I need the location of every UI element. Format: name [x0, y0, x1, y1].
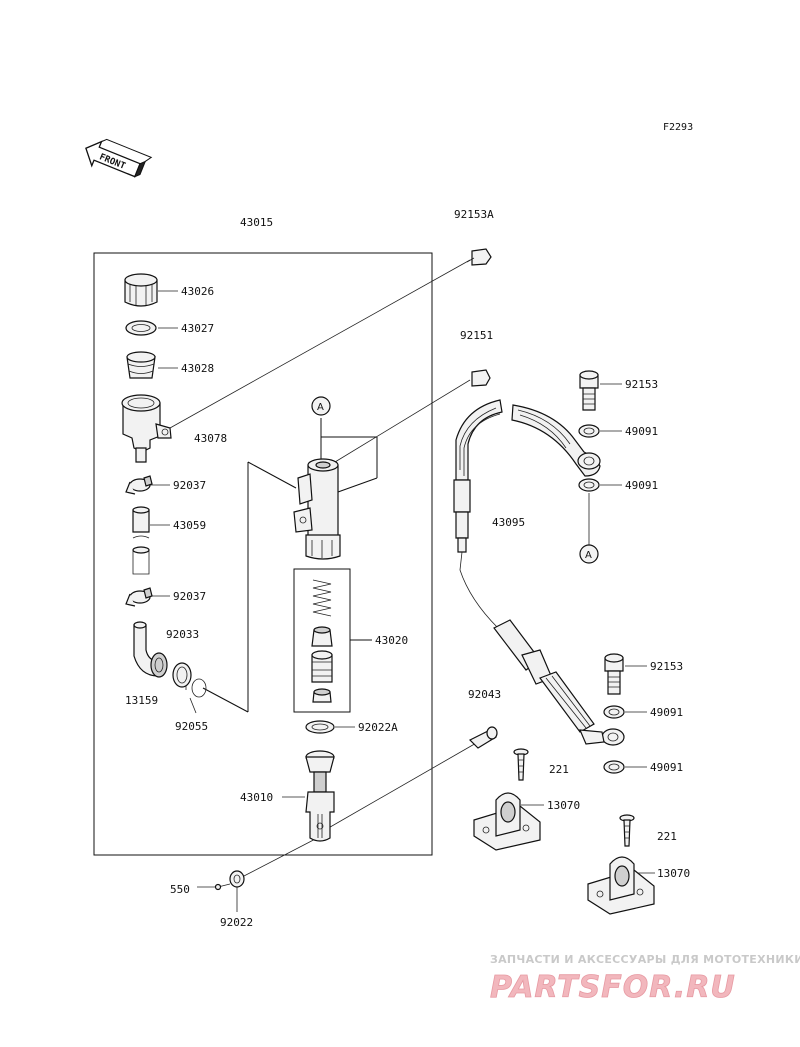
label-92033: 92033 — [166, 628, 199, 641]
front-arrow-icon: FRONT — [85, 138, 153, 178]
watermark-logo: PARTSFOR.RU — [490, 970, 736, 1005]
label-92043: 92043 — [468, 688, 501, 701]
washer-49091-icon — [578, 424, 600, 438]
label-43027: 43027 — [181, 322, 214, 335]
label-43078: 43078 — [194, 432, 227, 445]
label-49091: 49091 — [625, 425, 658, 438]
washer-49091-icon — [578, 478, 600, 492]
oring-icon — [172, 662, 192, 688]
bolt-92153A-icon — [466, 248, 492, 266]
svg-text:A: A — [317, 402, 324, 413]
reservoir-cap-icon — [124, 273, 158, 307]
master-cylinder-body-icon — [293, 458, 341, 560]
push-rod-icon — [305, 750, 335, 842]
label-49091: 49091 — [625, 479, 658, 492]
hose-clamp-icon — [125, 475, 153, 495]
diaphragm-icon — [126, 351, 156, 379]
washer-49091-icon — [603, 705, 625, 719]
brake-hose-icon — [453, 399, 625, 746]
washer-49091-icon — [603, 760, 625, 774]
circlip-92022A-icon — [305, 720, 335, 734]
screw-221-icon — [619, 814, 635, 847]
watermark-tagline: ЗАПЧАСТИ И АКСЕССУАРЫ ДЛЯ МОТОТЕХНИКИ — [490, 953, 800, 966]
label-43028: 43028 — [181, 362, 214, 375]
spring-icon — [312, 579, 332, 617]
leader-lines — [150, 259, 655, 912]
label-92022A: 92022A — [358, 721, 398, 734]
figure-code: F2293 — [663, 122, 693, 133]
label-92153: 92153 — [650, 660, 683, 673]
bolt-92153-icon — [604, 653, 624, 695]
cap-plate-icon — [125, 320, 157, 336]
label-49091: 49091 — [650, 761, 683, 774]
label-43010: 43010 — [240, 791, 273, 804]
label-13159: 13159 — [125, 694, 158, 707]
reference-mark-a: A — [579, 544, 599, 564]
screw-221-icon — [513, 748, 529, 781]
bolt-92043-icon — [468, 726, 498, 749]
part-labels: 43015 92153A 43026 43027 43028 43078 920… — [125, 208, 690, 929]
reference-mark-a: A — [311, 396, 331, 416]
label-92153: 92153 — [625, 378, 658, 391]
label-49091: 49091 — [650, 706, 683, 719]
label-92037: 92037 — [173, 590, 206, 603]
label-221: 221 — [657, 830, 677, 843]
label-43095: 43095 — [492, 516, 525, 529]
cotter-pin-icon — [214, 883, 231, 891]
piston-kit-group — [293, 568, 351, 713]
reservoir-icon — [121, 394, 172, 463]
label-221: 221 — [549, 763, 569, 776]
label-43059: 43059 — [173, 519, 206, 532]
label-43015: 43015 — [240, 216, 273, 229]
label-13070: 13070 — [657, 867, 690, 880]
label-92153A: 92153A — [454, 208, 494, 221]
label-550: 550 — [170, 883, 190, 896]
reservoir-hose-icon — [132, 506, 150, 575]
circlip-icon — [191, 678, 207, 698]
elbow-fitting-icon — [133, 621, 168, 678]
watermark: ЗАПЧАСТИ И АКСЕССУАРЫ ДЛЯ МОТОТЕХНИКИ PA… — [490, 953, 800, 1005]
label-92055: 92055 — [175, 720, 208, 733]
hose-guide-clamp-icon — [473, 792, 541, 851]
washer-92022-icon — [229, 870, 245, 888]
hose-guide-clamp-icon — [587, 856, 655, 915]
label-13070: 13070 — [547, 799, 580, 812]
hose-clamp-icon — [125, 587, 153, 607]
label-43020: 43020 — [375, 634, 408, 647]
svg-text:A: A — [585, 550, 592, 561]
label-92037: 92037 — [173, 479, 206, 492]
label-92151: 92151 — [460, 329, 493, 342]
bolt-92153-icon — [579, 370, 599, 411]
assembly-frame — [93, 252, 433, 856]
bolt-92151-icon — [471, 369, 491, 387]
label-92022: 92022 — [220, 916, 253, 929]
label-43026: 43026 — [181, 285, 214, 298]
